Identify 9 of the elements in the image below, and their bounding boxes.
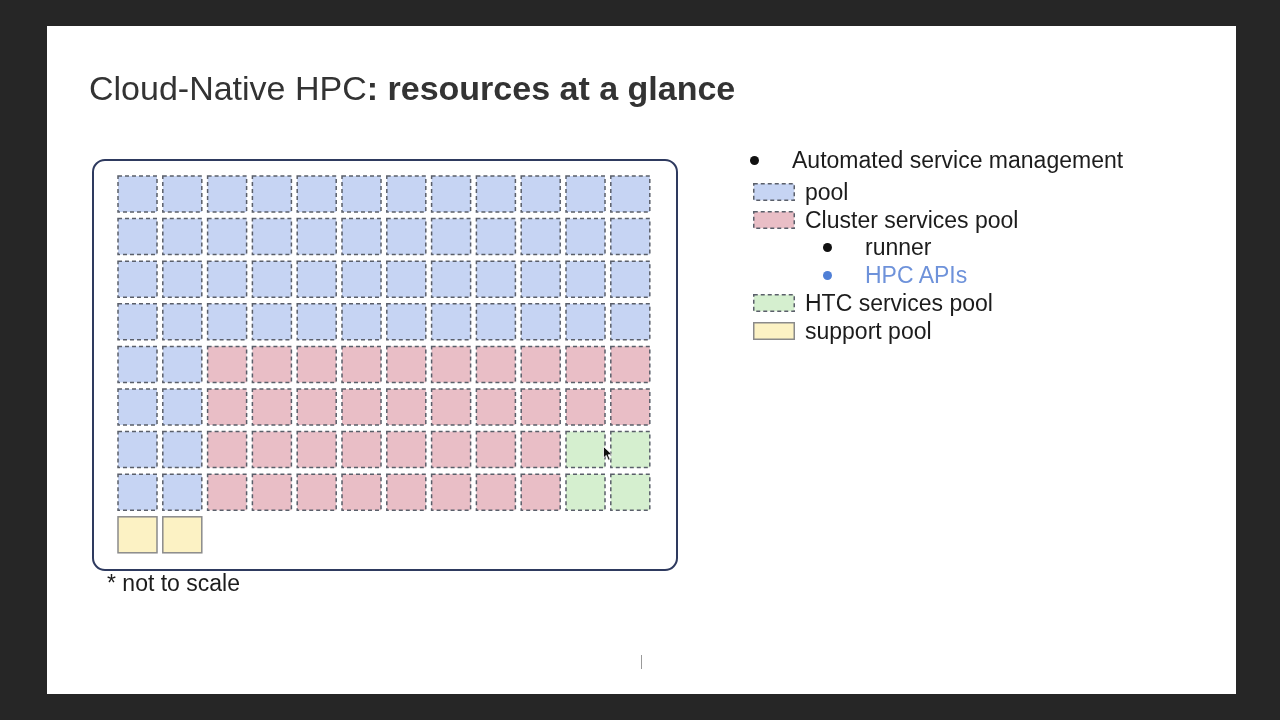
footnote: * not to scale [107,570,240,596]
slide-title: Cloud-Native HPC: resources at a glance [89,68,736,108]
legend-label: support pool [805,318,932,344]
legend-label: pool [805,179,849,205]
bullet-text: Automated service management [792,147,1124,173]
legend-label: Cluster services pool [805,207,1019,233]
sub-bullet-text: runner [865,234,932,260]
sub-bullet-text: HPC APIs [865,262,968,288]
legend-label: HTC services pool [805,290,993,316]
